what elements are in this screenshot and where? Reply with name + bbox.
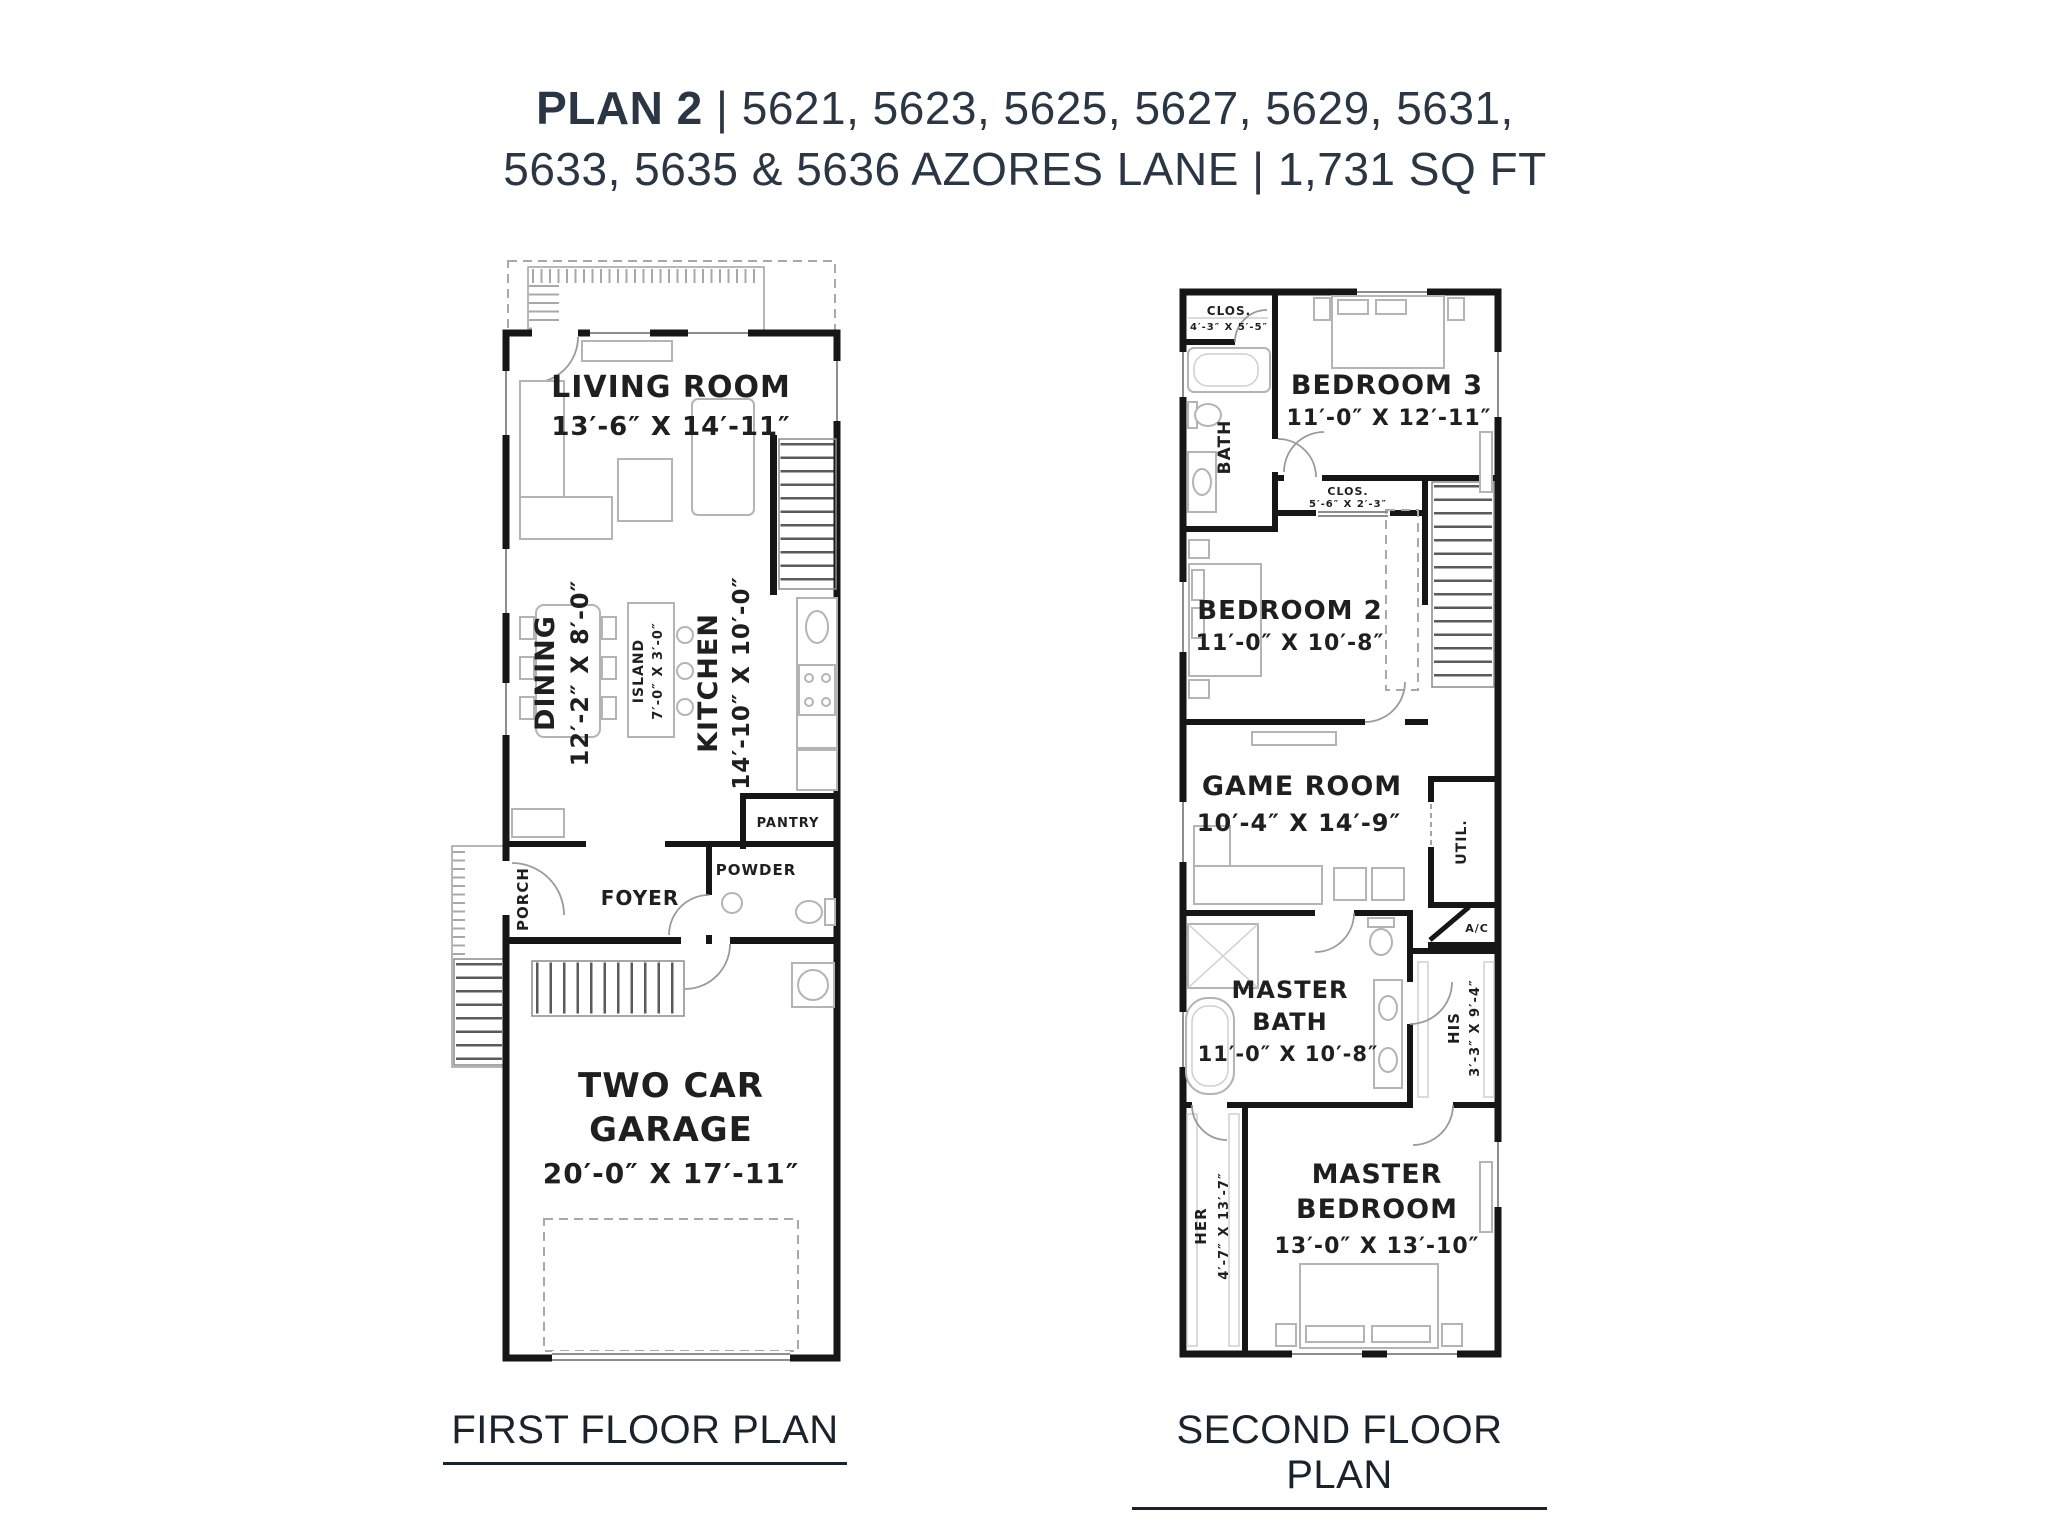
garage-label-line2: GARAGE — [589, 1110, 753, 1150]
bedroom2-furniture — [1188, 539, 1262, 699]
her-closet-dims: 4′-7″ X 13′-7″ — [1217, 1172, 1232, 1280]
his-closet-dims: 3′-3″ X 9′-4″ — [1468, 979, 1483, 1077]
bedroom3-dims: 11′-0″ X 12′-11″ — [1287, 406, 1492, 431]
windows-first-floor — [500, 327, 843, 735]
her-closet-label: HER — [1192, 1207, 1210, 1244]
living-room-furniture — [519, 340, 755, 540]
closet-bed3-dims: 4′-3″ X 5′-5″ — [1190, 322, 1268, 333]
dining-dims: 12′-2″ X 8′-0″ — [566, 580, 594, 767]
second-floor-door-arcs — [1191, 309, 1454, 1146]
bedroom2-dims: 11′-0″ X 10′-8″ — [1196, 631, 1385, 656]
bath-fixtures — [1187, 317, 1271, 513]
closet-hall-dims: 5′-6″ X 2′-3″ — [1309, 499, 1387, 510]
kitchen-dims: 14′-10″ X 10′-0″ — [729, 576, 755, 790]
bath-label: BATH — [1215, 420, 1235, 475]
dining-label: DINING — [530, 615, 561, 731]
island-label: ISLAND — [631, 639, 647, 703]
garage-door — [543, 1218, 799, 1364]
garage-label-line1: TWO CAR — [578, 1066, 764, 1106]
staircase-to-second-floor — [778, 438, 837, 590]
second-floor-caption-text: SECOND FLOOR PLAN — [1132, 1408, 1547, 1510]
dining-furniture — [511, 604, 617, 838]
living-room-label: LIVING ROOM — [551, 370, 791, 405]
kitchen-label: KITCHEN — [693, 613, 724, 753]
front-door — [500, 861, 565, 916]
powder-fixtures — [721, 892, 836, 926]
foyer-label: FOYER — [601, 886, 680, 910]
first-floor-caption-text: FIRST FLOOR PLAN — [443, 1408, 847, 1465]
water-heater — [791, 962, 835, 1008]
porch-label: PORCH — [514, 867, 532, 931]
master-bath-label-line2: BATH — [1252, 1008, 1327, 1036]
garage-entry-door — [684, 943, 731, 990]
kitchen-island-fixture — [627, 602, 694, 738]
bedroom3-label: BEDROOM 3 — [1291, 370, 1483, 401]
garage-dims: 20′-0″ X 17′-11″ — [543, 1157, 800, 1190]
island-dims: 7′-0″ X 3′-0″ — [651, 622, 666, 720]
game-room-dims: 10′-4″ X 14′-9″ — [1197, 809, 1401, 837]
kitchen-fixtures — [796, 597, 838, 791]
title-line2: 5633, 5635 & 5636 AZORES LANE | 1,731 SQ… — [503, 142, 1547, 195]
foyer-stairs — [531, 960, 685, 1017]
master-bedroom-furniture — [1275, 1161, 1493, 1349]
bedroom3-furniture — [1313, 295, 1493, 493]
master-bedroom-label-line1: MASTER — [1312, 1159, 1443, 1190]
master-bath-fixtures — [1185, 917, 1403, 1095]
rear-deck — [507, 260, 836, 336]
pantry-label: PANTRY — [757, 816, 820, 831]
game-room-label: GAME ROOM — [1202, 771, 1402, 802]
his-closet-shelves — [1417, 961, 1495, 1098]
closet-hall-label: CLOS. — [1327, 485, 1368, 498]
title-line1: PLAN 2 | 5621, 5623, 5625, 5627, 5629, 5… — [0, 78, 2050, 139]
second-floor-plan-drawing: CLOS. 4′-3″ X 5′-5″ BEDROOM 3 11′-0″ X 1… — [1177, 286, 1504, 1360]
powder-label: POWDER — [716, 861, 797, 879]
first-floor-caption: FIRST FLOOR PLAN — [400, 1408, 890, 1465]
living-room-dims: 13′-6″ X 14′-11″ — [551, 412, 790, 442]
master-bath-dims: 11′-0″ X 10′-8″ — [1198, 1042, 1379, 1066]
closet-bed3-label: CLOS. — [1207, 304, 1251, 318]
his-closet-label: HIS — [1445, 1012, 1463, 1044]
front-porch — [451, 845, 507, 1068]
util-label: UTIL. — [1454, 819, 1470, 864]
master-bedroom-label-line2: BEDROOM — [1296, 1194, 1458, 1225]
sheet-title: PLAN 2 | 5621, 5623, 5625, 5627, 5629, 5… — [0, 78, 2050, 199]
bedroom2-label: BEDROOM 2 — [1197, 596, 1382, 626]
ac-label: A/C — [1465, 922, 1489, 935]
windows-second-floor — [1177, 286, 1504, 1360]
second-floor-caption: SECOND FLOOR PLAN — [1132, 1408, 1547, 1510]
title-addresses: | 5621, 5623, 5625, 5627, 5629, 5631, — [702, 82, 1514, 134]
staircase-second-floor — [1385, 481, 1495, 691]
master-bedroom-dims: 13′-0″ X 13′-10″ — [1275, 1234, 1480, 1259]
closet-hall-doors — [1318, 511, 1388, 517]
powder-door — [668, 894, 710, 936]
game-room-furniture — [1193, 731, 1405, 905]
plan-name: PLAN 2 — [536, 82, 703, 134]
first-floor-plan-drawing: LIVING ROOM 13′-6″ X 14′-11″ DINING 12′-… — [451, 260, 843, 1364]
her-closet-shelves — [1186, 1113, 1240, 1347]
master-bath-label-line1: MASTER — [1232, 976, 1349, 1004]
